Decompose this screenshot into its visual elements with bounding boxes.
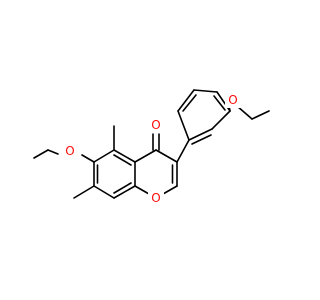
bond: [93, 149, 115, 163]
bond: [93, 185, 115, 199]
atom-labels: O O O O: [62, 92, 241, 206]
bond: [47, 149, 59, 155]
bond: [73, 185, 95, 199]
bond: [162, 185, 178, 195]
bond: [113, 154, 132, 166]
bond: [176, 139, 190, 163]
bond: [177, 110, 190, 141]
bond: [236, 105, 253, 120]
bond: [251, 110, 270, 120]
bond: [177, 89, 195, 112]
ring-oxygen-label: O: [151, 191, 160, 205]
bond: [155, 149, 178, 163]
ethoxy-oxygen-left-label: O: [65, 144, 74, 158]
bond: [193, 89, 218, 93]
ethoxy-oxygen-right-label: O: [228, 93, 237, 107]
bond: [113, 185, 136, 199]
bond: [182, 94, 197, 112]
bond: [33, 149, 49, 159]
bonds: [33, 89, 270, 199]
bond: [191, 134, 212, 145]
bond: [211, 110, 231, 130]
bond: [81, 154, 95, 163]
bond: [188, 128, 213, 141]
bond: [134, 185, 150, 195]
bond: [213, 95, 226, 111]
carbonyl-oxygen-label: O: [151, 118, 160, 132]
bond: [134, 149, 157, 163]
bond: [113, 182, 132, 194]
molecule-structure: O O O O: [33, 89, 270, 206]
bond: [113, 149, 136, 163]
